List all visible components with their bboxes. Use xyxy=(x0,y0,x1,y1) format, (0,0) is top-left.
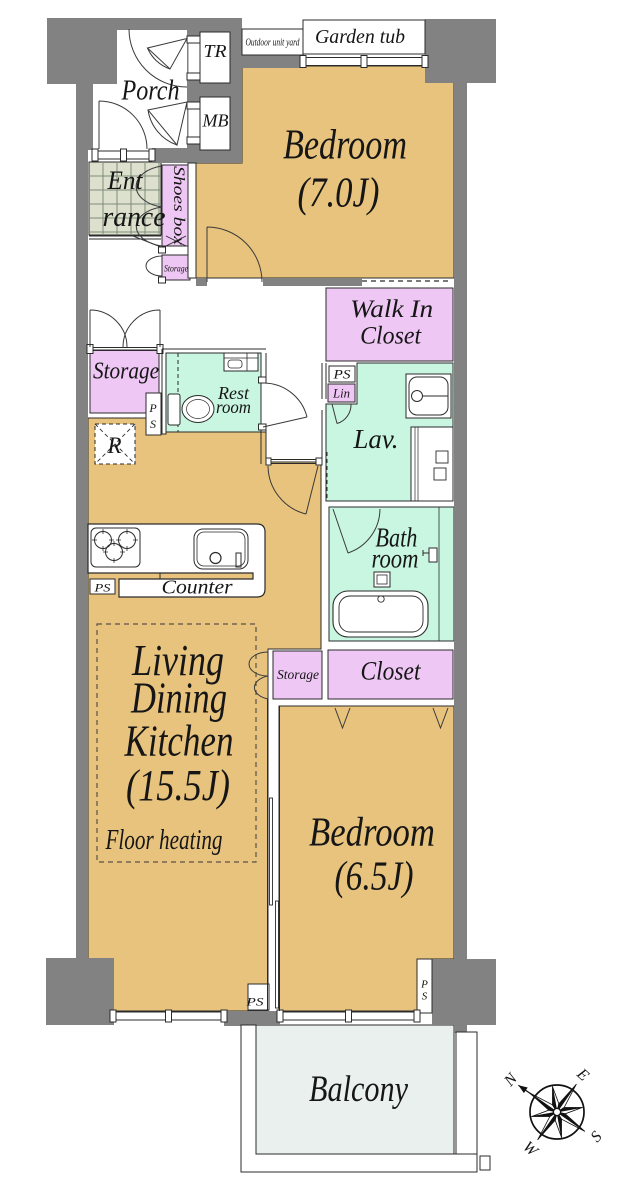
svg-text:P: P xyxy=(420,979,428,991)
svg-text:R: R xyxy=(106,433,121,458)
svg-text:(15.5J): (15.5J) xyxy=(126,761,230,810)
svg-text:Storage: Storage xyxy=(277,667,319,682)
svg-text:Floor heating: Floor heating xyxy=(105,824,223,856)
svg-text:Kitchen: Kitchen xyxy=(124,717,234,766)
svg-text:Counter: Counter xyxy=(162,578,233,599)
svg-text:Closet: Closet xyxy=(360,323,422,350)
svg-text:Living: Living xyxy=(131,636,224,685)
svg-text:Walk In: Walk In xyxy=(350,296,433,323)
svg-text:S: S xyxy=(150,417,156,431)
svg-text:PS: PS xyxy=(93,581,110,595)
svg-text:Storage: Storage xyxy=(164,265,188,275)
svg-text:Lin: Lin xyxy=(332,387,350,401)
svg-text:P: P xyxy=(148,401,157,415)
svg-text:Rest: Rest xyxy=(217,383,250,403)
svg-text:PS: PS xyxy=(245,995,263,1009)
svg-text:Outdoor unit yard: Outdoor unit yard xyxy=(246,37,300,49)
svg-text:room: room xyxy=(372,544,419,574)
svg-text:(7.0J): (7.0J) xyxy=(298,171,380,217)
svg-text:Ent: Ent xyxy=(107,165,144,195)
svg-text:Bedroom: Bedroom xyxy=(309,809,435,855)
svg-text:Shoes box: Shoes box xyxy=(170,166,187,245)
svg-text:Bedroom: Bedroom xyxy=(283,123,407,169)
svg-text:Lav.: Lav. xyxy=(353,424,399,454)
svg-text:PS: PS xyxy=(332,368,351,382)
svg-text:TR: TR xyxy=(204,41,227,61)
svg-text:Dining: Dining xyxy=(130,674,227,723)
svg-text:room: room xyxy=(216,397,251,417)
svg-text:MB: MB xyxy=(201,111,228,131)
svg-text:rance: rance xyxy=(103,202,166,233)
svg-text:(6.5J): (6.5J) xyxy=(335,853,414,899)
svg-text:Bath: Bath xyxy=(375,523,417,553)
svg-text:Porch: Porch xyxy=(121,76,180,107)
svg-text:Storage: Storage xyxy=(93,359,159,385)
svg-text:Balcony: Balcony xyxy=(309,1069,408,1110)
svg-text:S: S xyxy=(422,991,428,1003)
svg-text:Garden tub: Garden tub xyxy=(315,26,405,48)
svg-text:Closet: Closet xyxy=(361,657,422,686)
